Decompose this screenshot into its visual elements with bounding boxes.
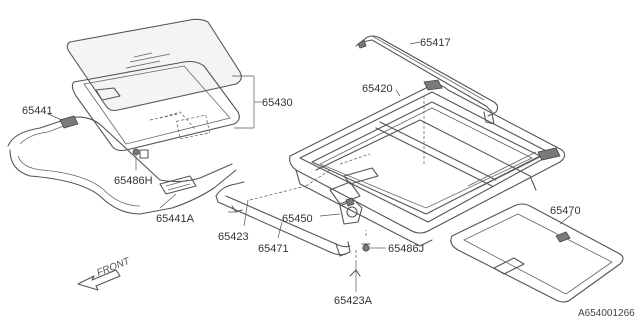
sunroof-frame-65420	[289, 79, 566, 247]
sunshade-65470	[450, 203, 624, 303]
sunroof-glass-panel	[66, 18, 242, 112]
bolt-65486h	[132, 148, 149, 170]
label-65441: 65441	[22, 105, 53, 117]
label-65470: 65470	[550, 205, 581, 217]
clip-65423a	[349, 250, 361, 292]
front-direction-arrow	[77, 269, 121, 291]
label-65450: 65450	[282, 213, 313, 225]
motor-65450	[319, 197, 363, 225]
front-label: FRONT	[95, 256, 132, 279]
label-65423a: 65423A	[334, 295, 373, 307]
label-65486h: 65486H	[114, 175, 153, 187]
label-65486j: 65486J	[388, 243, 424, 255]
clip-65423	[228, 205, 243, 213]
reference-code: A654001266	[578, 308, 635, 319]
label-65420: 65420	[362, 83, 393, 95]
glass-frame-seal	[71, 60, 240, 152]
bracket-65430	[232, 75, 262, 129]
front-cross-member-65471	[215, 169, 351, 257]
screw-65486j	[361, 230, 386, 252]
label-65423: 65423	[218, 231, 249, 243]
label-65417: 65417	[420, 37, 451, 49]
rear-rail-65417	[355, 35, 499, 125]
label-65430: 65430	[262, 97, 293, 109]
label-65441a: 65441A	[156, 213, 195, 225]
label-65471: 65471	[258, 243, 289, 255]
roof-weatherstrip-65441	[7, 115, 237, 215]
